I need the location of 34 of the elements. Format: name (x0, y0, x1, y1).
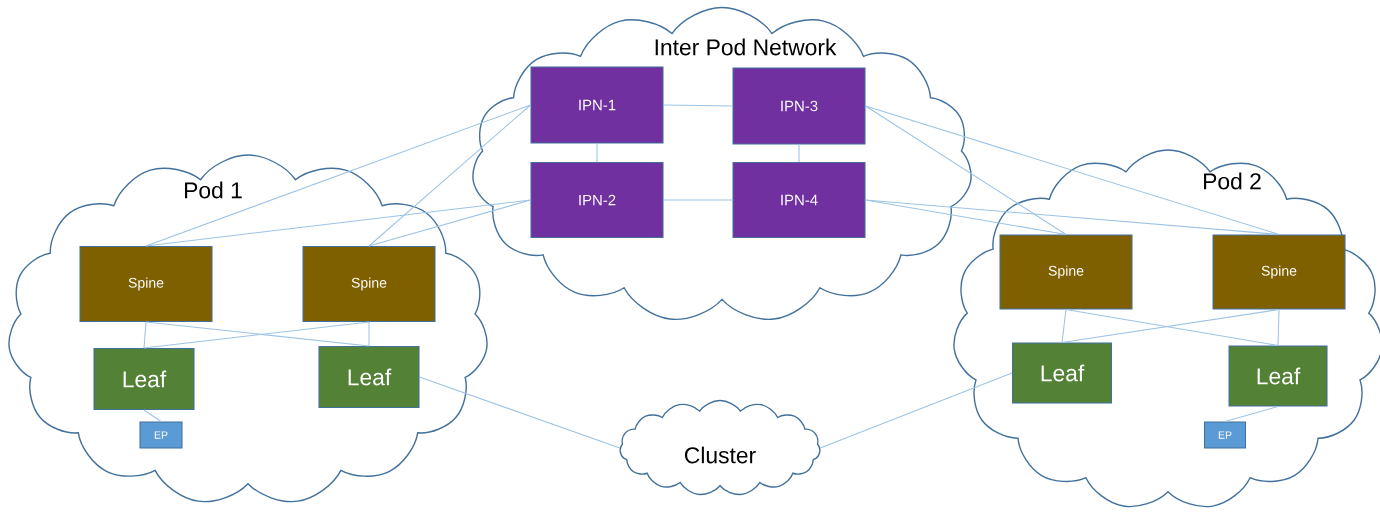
link-line (1277, 309, 1280, 346)
router-box: IPN-3 (732, 67, 866, 145)
endpoint-box: EP (139, 421, 183, 449)
link-line (798, 144, 800, 163)
router-box: IPN-4 (732, 161, 866, 239)
link-line (865, 105, 1280, 235)
spine-switch-box: Spine (79, 245, 213, 323)
link-line (1224, 406, 1279, 422)
link-line (663, 104, 733, 107)
link-line (663, 199, 733, 201)
spine-switch-box: Spine (302, 245, 436, 323)
router-box: IPN-1 (530, 66, 664, 144)
leaf-switch-box: Leaf (318, 346, 420, 409)
link-line (143, 409, 162, 422)
spine-switch-box: Spine (1212, 234, 1346, 310)
link-line (368, 321, 370, 347)
link-line (819, 372, 1013, 449)
link-line (145, 199, 531, 247)
leaf-switch-box: Leaf (1228, 345, 1328, 407)
link-line (143, 321, 147, 349)
link-line (865, 105, 1067, 235)
endpoint-box: EP (1204, 421, 1247, 449)
router-box: IPN-2 (530, 161, 664, 239)
link-line (1061, 309, 1067, 343)
leaf-switch-box: Leaf (93, 347, 195, 411)
link-line (596, 143, 598, 163)
link-line (419, 376, 621, 449)
link-line (865, 199, 1280, 235)
link-line (368, 104, 531, 247)
cloud: Cluster (619, 399, 821, 496)
link-line (368, 199, 531, 247)
leaf-switch-box: Leaf (1012, 342, 1113, 404)
spine-switch-box: Spine (999, 234, 1133, 310)
link-line (145, 104, 531, 247)
